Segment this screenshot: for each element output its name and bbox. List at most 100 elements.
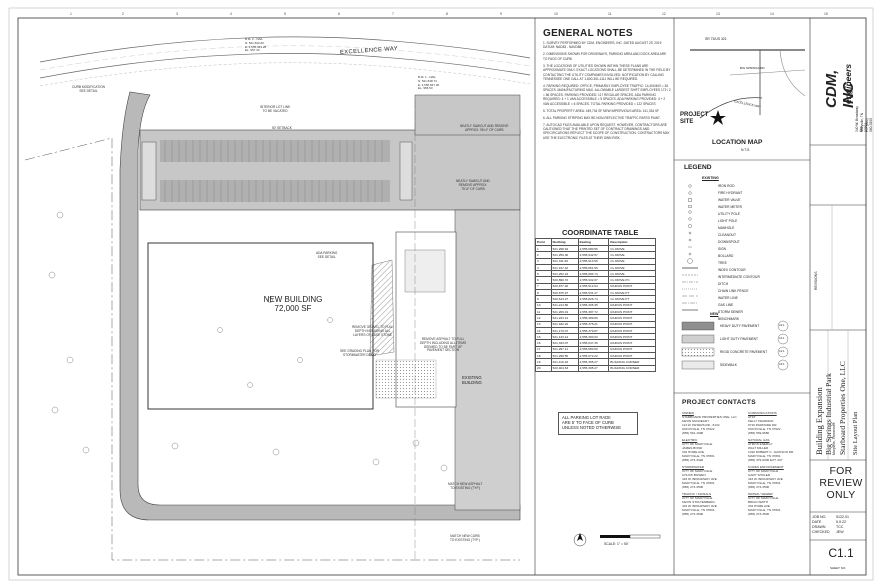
sheet-number: C1.1 bbox=[828, 546, 854, 560]
contact-line: CODES ENFORCEMENT bbox=[748, 465, 784, 469]
project-site-label: PROJECT SITE bbox=[680, 112, 709, 125]
plan-note-match-curb: MATCH NEW CURB TO EXISTING (TYP.) bbox=[450, 534, 480, 542]
setback-label: 50' SETBACK bbox=[272, 126, 292, 130]
table-cell: 2,555,375.21 bbox=[577, 320, 610, 328]
contact-line: NATURAL GAS bbox=[748, 438, 770, 442]
contact-line: (865) 539-9580 bbox=[748, 431, 770, 435]
table-cell: CL DRIVE bbox=[608, 251, 656, 259]
contact-line: MARYVILLE, TN 37801 bbox=[682, 481, 715, 485]
legend-item: LIGHT DUTY PAVEMENT bbox=[720, 337, 759, 341]
table-cell: 520,877.20 bbox=[550, 282, 579, 291]
legend-item: MANHOLE bbox=[718, 226, 735, 230]
table-cell: RADIUS POINT bbox=[608, 320, 656, 328]
table-cell: 520,924.63 bbox=[550, 364, 579, 372]
legend-item: INTERMEDIATE CONTOUR bbox=[718, 275, 760, 279]
table-cell: RADIUS POINT bbox=[608, 352, 656, 360]
table-cell: 2,555,531.27 bbox=[577, 289, 610, 297]
contact-line: COMMUNICATIONS bbox=[748, 411, 777, 415]
contact-line: MARYVILLE, TN 37801 bbox=[682, 508, 715, 512]
table-cell: 520,875.97 bbox=[550, 289, 579, 297]
contact-line: MARYVILLE, TN 37801 bbox=[748, 481, 781, 485]
svg-text:8: 8 bbox=[446, 12, 448, 16]
legend-title: LEGEND bbox=[684, 164, 712, 171]
general-note: 4. PARKING REQUIRED: OFFICE, PRIMARILY E… bbox=[543, 84, 671, 106]
new-building-label: NEW BUILDING 72,000 SF bbox=[238, 295, 348, 313]
location-map-nts: N.T.S. bbox=[741, 148, 751, 152]
contact-line: KEVIN McCREADY bbox=[682, 419, 710, 423]
project-name: Building Expansion bbox=[814, 387, 824, 455]
contact-line: CITY OF MARYVILLE bbox=[682, 496, 713, 500]
radii-note-line: ALL PARKING LOT RADII bbox=[562, 415, 611, 420]
table-cell: 521,170.07 bbox=[550, 326, 579, 335]
contact-line: JAMES BOND bbox=[682, 446, 703, 450]
plan-note-sawcut-75: NEATLY SAWCUT AND REMOVE APPROX. 75 LF O… bbox=[456, 179, 490, 191]
legend-existing-header: EXISTING bbox=[702, 176, 719, 180]
project-contacts-title: PROJECT CONTACTS bbox=[682, 399, 756, 406]
table-cell: 2,555,379.87 bbox=[577, 326, 610, 335]
table-cell: RADIUS POINT bbox=[608, 333, 656, 341]
revisions-label: REVISIONS bbox=[814, 271, 818, 290]
project-site-star-icon bbox=[710, 110, 726, 125]
table-cell: RADIUS POINT bbox=[608, 326, 656, 335]
table-cell: RADIUS POINT bbox=[608, 301, 656, 309]
location-map-title: LOCATION MAP bbox=[712, 139, 763, 146]
table-cell: 2,555,387.72 bbox=[577, 307, 610, 316]
table-cell: 521,311.66 bbox=[550, 257, 579, 265]
contact-line: MARYVILLE, TN 37801 bbox=[748, 454, 781, 458]
table-cell: CL DRIVE PT bbox=[608, 295, 656, 303]
svg-text:10: 10 bbox=[554, 12, 558, 16]
svg-text:3: 3 bbox=[176, 12, 178, 16]
contact-line: (865) 273-3328 bbox=[682, 458, 704, 462]
contact-line: 416 W. BROADWAY AVE bbox=[682, 504, 717, 508]
table-cell: RADIUS POINT bbox=[608, 307, 656, 316]
svg-text:13: 13 bbox=[716, 12, 720, 16]
table-cell: 521,133.14 bbox=[550, 333, 579, 341]
table-cell: 2,555,861.56 bbox=[577, 263, 610, 272]
date-value: 5.9.22 bbox=[836, 520, 846, 524]
contact-line: (865) 273-3500 bbox=[748, 512, 770, 516]
table-cell: 521,234.14 bbox=[550, 314, 579, 322]
existing-building-label: EXISTING BUILDING bbox=[462, 375, 482, 385]
table-cell: CL DRIVE bbox=[608, 257, 656, 265]
radii-note: ALL PARKING LOT RADII ARE 5' TO FACE OF … bbox=[558, 412, 638, 435]
radii-note-line: UNLESS NOTED OTHERWISE bbox=[562, 425, 622, 431]
svg-text:2: 2 bbox=[122, 12, 124, 16]
contact-line: ELECTRIC bbox=[682, 438, 698, 442]
contact-line: KNOXVILLE, TN 37922 bbox=[748, 427, 781, 431]
table-cell: RADIUS POINT bbox=[608, 314, 656, 322]
column-header: Easting bbox=[577, 238, 610, 246]
legend-item: WATER VALVE bbox=[718, 198, 741, 202]
client-name: Starboard Properties One, LLC bbox=[838, 361, 847, 455]
new-building-name: NEW BUILDING bbox=[263, 295, 323, 304]
table-cell: RADIUS POINT bbox=[608, 282, 656, 291]
scale-label: SCALE: 1" = 50' bbox=[604, 542, 629, 546]
contact-line: 332 HOME AVE bbox=[682, 450, 704, 454]
svg-text:14: 14 bbox=[770, 12, 774, 16]
table-cell: RADIUS POINT bbox=[608, 345, 656, 354]
column-header: Description bbox=[608, 238, 656, 246]
legend-item: INDEX CONTOUR bbox=[718, 268, 746, 272]
table-cell: 2,555,680.50 bbox=[577, 345, 610, 354]
table-cell: 520,613.27 bbox=[550, 295, 579, 303]
column-header: Northing bbox=[550, 238, 579, 246]
svg-text:7: 7 bbox=[392, 12, 394, 16]
svg-text:11: 11 bbox=[608, 12, 612, 16]
legend-item: DOWNSPOUT bbox=[718, 240, 740, 244]
contact-line: WALT MILLER bbox=[748, 446, 769, 450]
job-no: 5122.01 bbox=[836, 515, 849, 519]
contact-line: 114 W. PETERS RD., #132 bbox=[682, 423, 720, 427]
contact-line: KEVIN STOLTENBERG bbox=[682, 500, 715, 504]
plan-note-sawcut-95: NEATLY SAWCUT AND REMOVE APPROX. 95 LF O… bbox=[460, 124, 509, 132]
